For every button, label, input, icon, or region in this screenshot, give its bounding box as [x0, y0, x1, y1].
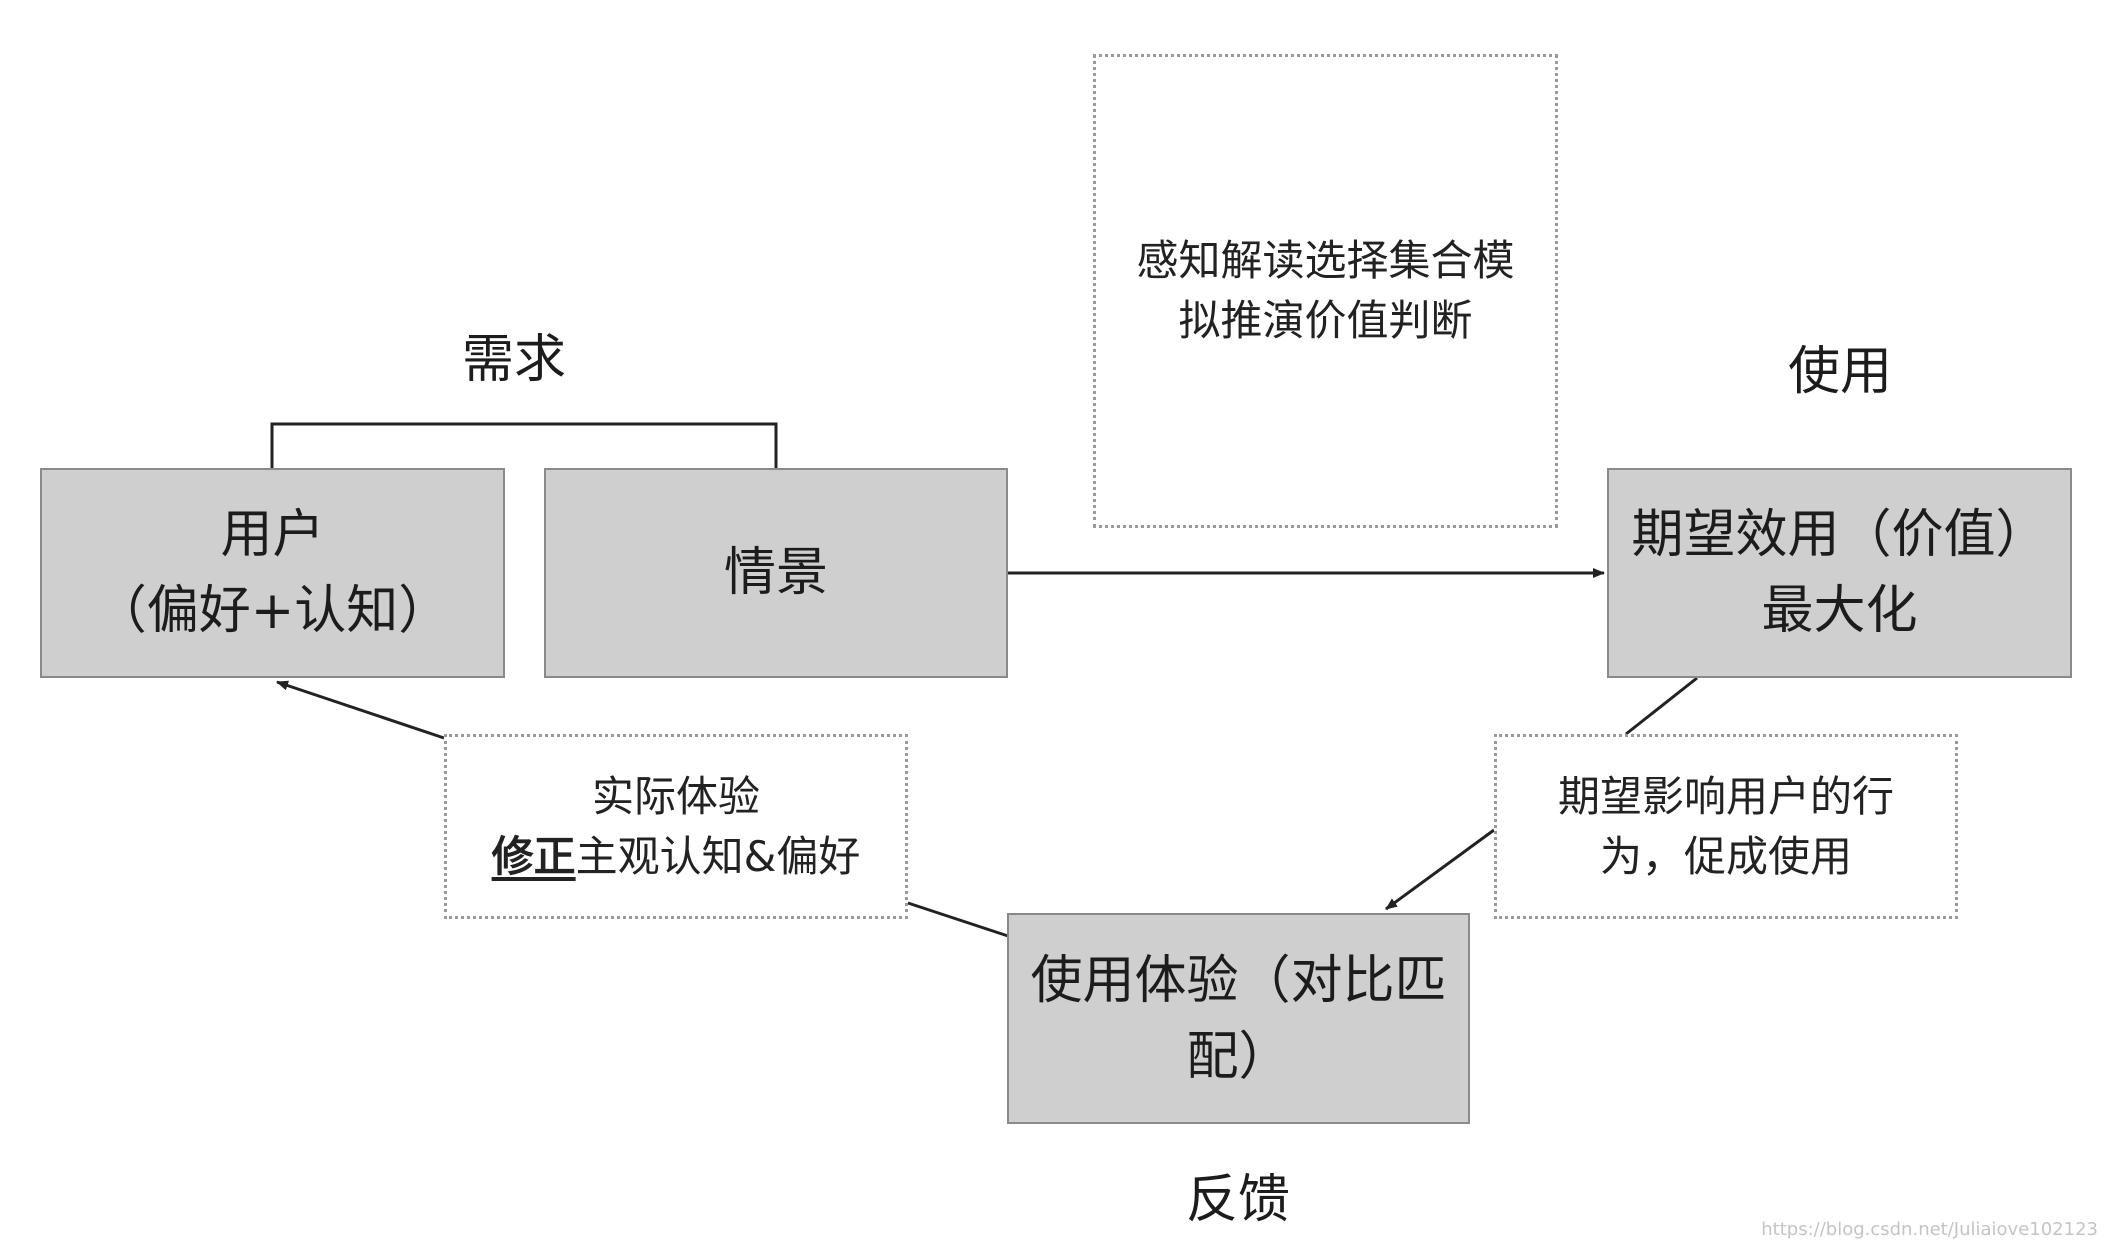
expected-utility-box-subtitle: 最大化 — [1761, 581, 1918, 641]
note-to-user-arrow — [276, 680, 445, 740]
usage-experience-box: 使用体验（对比匹 配） — [1007, 913, 1470, 1124]
user-box: 用户 （偏好+认知） — [40, 468, 505, 678]
actual-experience-note-line2: 修正主观认知&偏好 — [492, 827, 861, 887]
actual-experience-note-line2-rest: 主观认知&偏好 — [575, 831, 861, 881]
expectation-influence-note-line2: 为，促成使用 — [1599, 831, 1852, 881]
perception-note-line2: 拟推演价值判断 — [1178, 296, 1473, 345]
actual-experience-note-line1: 实际体验 — [591, 771, 760, 821]
experience-to-note-line — [907, 901, 1009, 938]
user-box-subtitle: （偏好+认知） — [94, 581, 451, 641]
usage-experience-box-title: 使用体验（对比匹 — [1030, 950, 1447, 1011]
use-label: 使用 — [1788, 342, 1893, 402]
perception-note: 感知解读选择集合模 拟推演价值判断 — [1093, 54, 1558, 528]
usage-experience-box-subtitle: 配） — [1186, 1026, 1291, 1087]
expected-utility-box-title: 期望效用（价值） — [1631, 505, 2048, 565]
feedback-label: 反馈 — [1186, 1170, 1291, 1230]
expectation-influence-note-line1: 期望影响用户的行 — [1557, 771, 1894, 821]
note-to-experience-arrow — [1385, 828, 1495, 911]
actual-experience-note: 实际体验 修正主观认知&偏好 — [444, 734, 908, 919]
user-box-title: 用户 — [220, 505, 325, 565]
perception-note-line1: 感知解读选择集合模 — [1136, 236, 1515, 285]
watermark: https://blog.csdn.net/Juliaiove102123 — [1761, 1219, 2098, 1240]
demand-bracket — [270, 422, 778, 468]
expected-utility-box: 期望效用（价值） 最大化 — [1607, 468, 2072, 678]
expectation-influence-note: 期望影响用户的行 为，促成使用 — [1494, 734, 1958, 919]
utility-to-note-line — [1625, 676, 1698, 736]
correct-emphasis: 修正 — [491, 831, 576, 881]
scenario-box: 情景 — [544, 468, 1008, 678]
demand-label: 需求 — [462, 330, 567, 390]
scenario-box-title: 情景 — [723, 543, 828, 603]
